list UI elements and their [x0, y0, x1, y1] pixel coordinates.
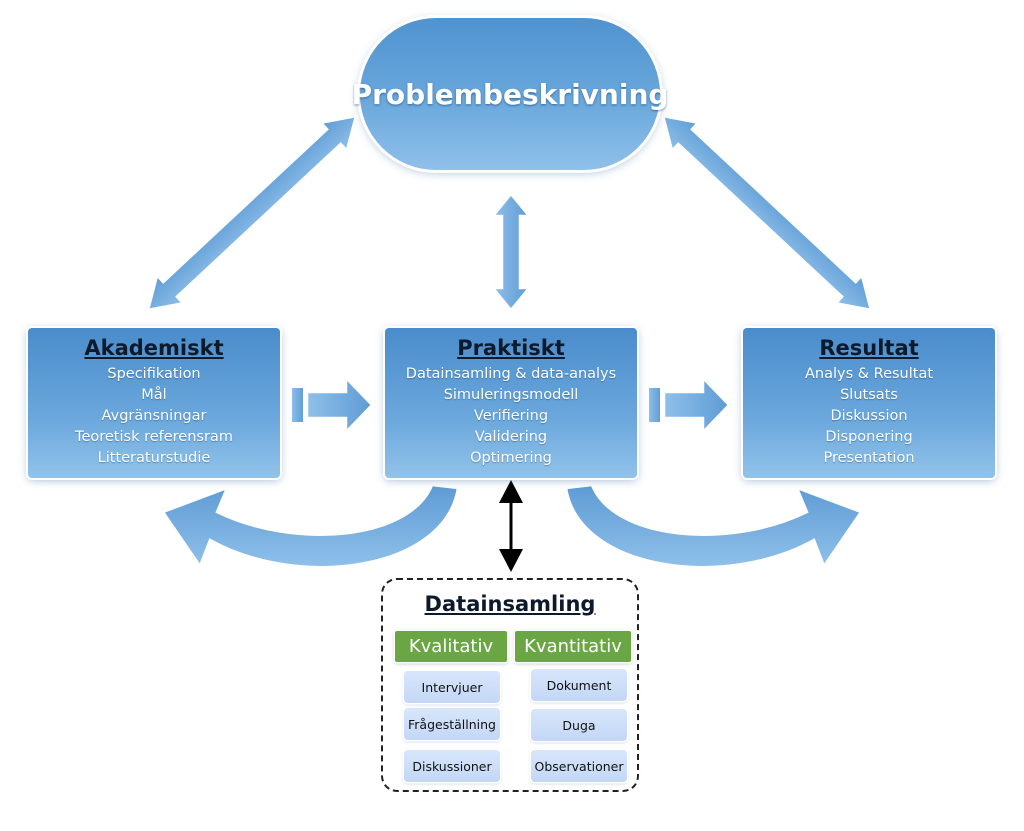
academic-item: Teoretisk referensram	[75, 429, 233, 445]
quantitative-header: Kvantitativ	[515, 631, 631, 662]
qualitative-item: Frågeställning	[404, 708, 500, 740]
result-item: Slutsats	[840, 387, 898, 403]
result-item: Diskussion	[830, 408, 908, 424]
arrow-left-to-center	[290, 374, 374, 436]
arrow-center-vertical	[490, 192, 532, 312]
practical-item: Verifiering	[473, 408, 549, 424]
practical-item: Validering	[474, 429, 548, 445]
practical-item: Optimering	[470, 450, 552, 466]
arrow-curved-right	[564, 483, 863, 569]
quantitative-item: Observationer	[531, 750, 627, 782]
data-collection-title: Datainsamling	[424, 592, 596, 616]
qualitative-header: Kvalitativ	[395, 631, 507, 662]
result-title: Resultat	[819, 336, 919, 360]
academic-item: Litteraturstudie	[97, 450, 211, 466]
arrow-left-diagonal	[146, 114, 358, 312]
result-box: Resultat Analys & Resultat Slutsats Disk…	[743, 328, 995, 478]
practical-title: Praktiskt	[457, 336, 565, 360]
practical-box: Praktiskt Datainsamling & data-analys Si…	[385, 328, 637, 478]
academic-item: Mål	[141, 387, 167, 403]
arrow-black-vertical	[499, 480, 523, 572]
academic-title: Akademiskt	[84, 336, 224, 360]
academic-item: Specifikation	[107, 366, 201, 382]
result-item: Presentation	[823, 450, 915, 466]
practical-list: Datainsamling & data-analys Simuleringsm…	[385, 364, 637, 469]
arrow-right-diagonal	[661, 114, 873, 312]
result-list: Analys & Resultat Slutsats Diskussion Di…	[743, 364, 995, 469]
academic-list: Specifikation Mål Avgränsningar Teoretis…	[28, 364, 280, 469]
arrow-center-to-right	[647, 374, 731, 436]
academic-item: Avgränsningar	[101, 408, 207, 424]
qualitative-item: Intervjuer	[404, 671, 500, 703]
result-item: Disponering	[825, 429, 913, 445]
quantitative-item: Duga	[531, 709, 627, 741]
practical-item: Simuleringsmodell	[443, 387, 579, 403]
result-item: Analys & Resultat	[804, 366, 934, 382]
problem-description-node: Problembeskrivning	[352, 18, 668, 170]
quantitative-item: Dokument	[531, 669, 627, 701]
arrow-curved-left	[161, 483, 460, 569]
data-collection-frame	[381, 578, 639, 792]
practical-item: Datainsamling & data-analys	[405, 366, 617, 382]
qualitative-item: Diskussioner	[404, 750, 500, 782]
academic-box: Akademiskt Specifikation Mål Avgränsning…	[28, 328, 280, 478]
problem-description-title: Problembeskrivning	[351, 77, 669, 111]
